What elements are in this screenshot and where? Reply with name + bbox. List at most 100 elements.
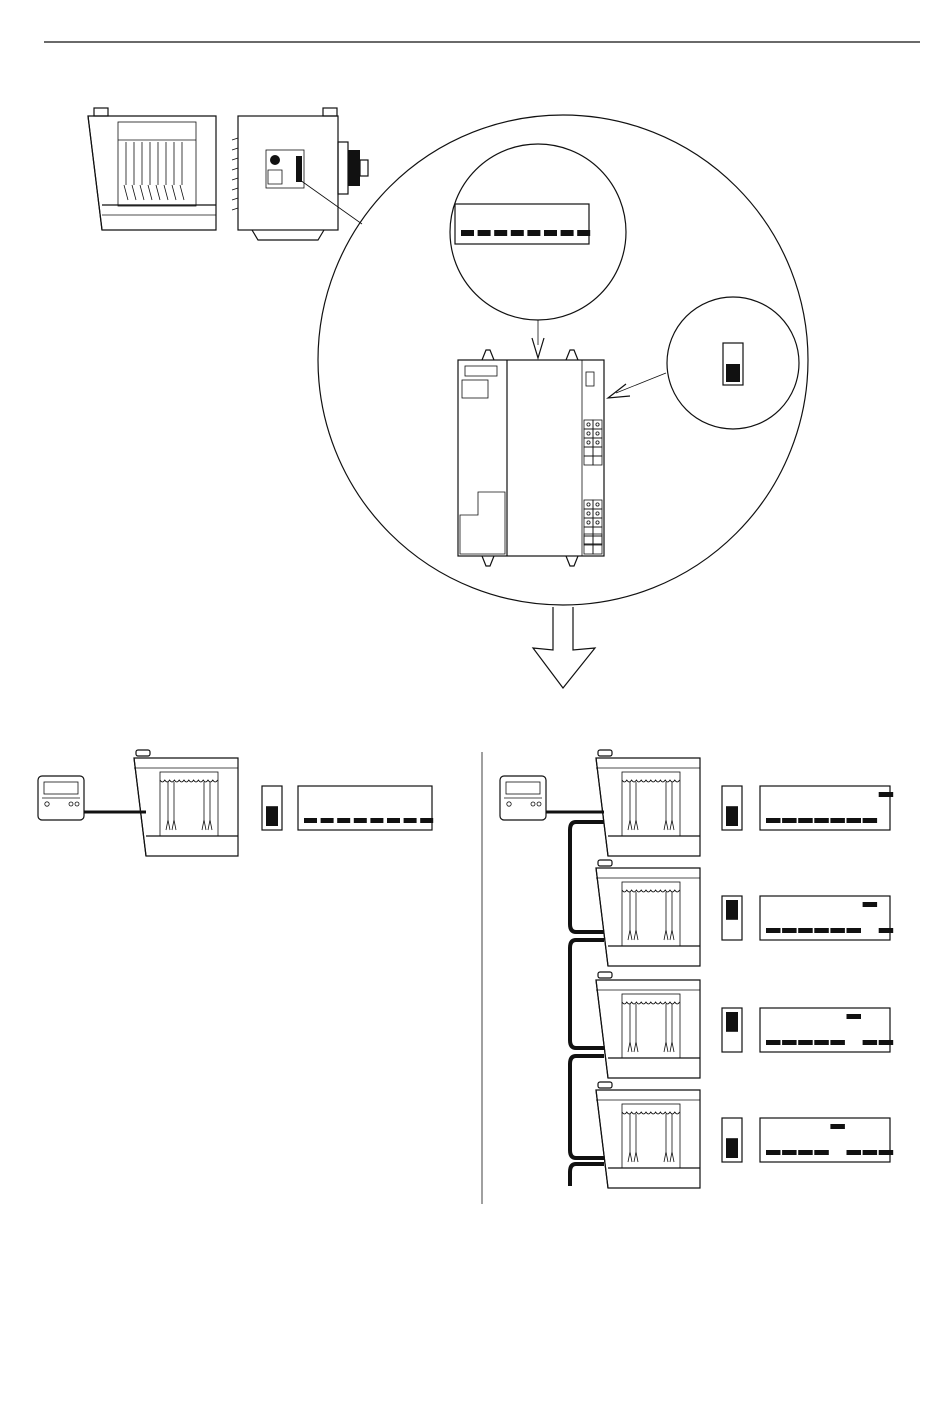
dip-switch-bank: [461, 230, 590, 236]
heater-unit-front: [596, 1082, 700, 1188]
terminal-cell: [584, 500, 593, 509]
dip-switch-8-on: [879, 792, 894, 797]
terminal-cell: [584, 527, 593, 536]
slide-switch-knob: [726, 364, 740, 382]
terminal-cell: [584, 518, 593, 527]
dip-switch-box: [760, 1118, 890, 1162]
burner-tube: [166, 782, 170, 830]
room-thermostat: [500, 776, 546, 820]
dip-switch-2-off: [782, 1040, 797, 1045]
dip-switch-2-off: [478, 230, 491, 236]
heater-unit-front: [596, 860, 700, 966]
dip-switch-3-off: [798, 1150, 813, 1155]
dip-switch-5-off: [830, 818, 845, 823]
single-unit-configuration: [38, 750, 433, 856]
top-connector: [598, 750, 612, 756]
terminal-cell: [593, 500, 602, 509]
terminal-cell: [584, 509, 593, 518]
terminal-cell: [593, 527, 602, 536]
dip-switch-3-off: [337, 818, 350, 823]
thermostat-display: [44, 782, 78, 794]
terminal-screw: [587, 432, 590, 435]
thermostat-dial: [507, 802, 511, 806]
heater-unit: [134, 750, 238, 856]
dip-switch-7-off: [863, 1040, 878, 1045]
burner-tube: [670, 892, 674, 940]
thermostat-dial: [45, 802, 49, 806]
dip-switch-4-off: [814, 1150, 829, 1155]
terminal-cell: [584, 544, 593, 554]
unit-body: [596, 1090, 700, 1188]
terminal-screw: [587, 503, 590, 506]
terminal-cell: [593, 420, 602, 429]
dip-switch-4-off: [814, 928, 829, 933]
slide-switch-knob: [726, 806, 738, 826]
dip-switch-7-on: [863, 902, 878, 907]
top-connector: [136, 750, 150, 756]
dip-switch-8-off: [577, 230, 590, 236]
terminal-screw: [587, 512, 590, 515]
dip-switch-7-off: [404, 818, 417, 823]
terminal-cell: [593, 518, 602, 527]
scalloped-edge: [160, 780, 218, 782]
dip-switch-1-off: [461, 230, 474, 236]
slide-switch-knob: [726, 1012, 738, 1032]
unit-front-view: [88, 108, 216, 230]
slide-switch-knob: [266, 806, 278, 826]
burner-tube: [634, 892, 638, 940]
dip-switch-3-off: [798, 818, 813, 823]
link-cable: [570, 822, 604, 932]
terminal-screw: [587, 423, 590, 426]
burner-tube: [670, 1004, 674, 1052]
dip-switch-6-off: [847, 1150, 862, 1155]
burner-tube: [670, 782, 674, 830]
burner-tube: [634, 782, 638, 830]
unit-panel-edge: [596, 1090, 608, 1188]
terminal-cell: [593, 509, 602, 518]
burner-tube: [208, 782, 212, 830]
terminal-cell: [584, 456, 593, 465]
detail-leader: [300, 180, 362, 224]
dip-switch-box: [760, 786, 890, 830]
burner-tube: [628, 892, 632, 940]
dip-switch-4-off: [354, 818, 367, 823]
link-cable: [570, 1164, 604, 1186]
thermostat-display: [506, 782, 540, 794]
dip-switch-6-off: [387, 818, 400, 823]
control-board: [458, 350, 604, 566]
terminal-screw: [596, 512, 599, 515]
dip-switch-5-on: [830, 1124, 845, 1129]
terminal-screw: [596, 423, 599, 426]
dip-switch-8-off: [879, 928, 894, 933]
dip-switch-2-off: [782, 818, 797, 823]
burner-tube: [628, 782, 632, 830]
dip-switch-1-off: [766, 1040, 781, 1045]
dip-switch-6-off: [847, 818, 862, 823]
top-connector: [598, 860, 612, 866]
heater-chain: [570, 750, 893, 1188]
terminal-cell: [593, 534, 602, 544]
dip-switch-4-off: [814, 1040, 829, 1045]
unit-side-view: [232, 108, 368, 240]
scalloped-edge: [622, 890, 680, 892]
burner-tube: [670, 1114, 674, 1162]
slide-switch-zoom: [608, 297, 799, 429]
burner-tube: [172, 782, 176, 830]
dip-switch-3-off: [494, 230, 507, 236]
terminal-cell: [584, 447, 593, 456]
terminal-blocks: [584, 420, 602, 554]
dip-switch-box: [298, 786, 432, 830]
thermostat-body: [38, 776, 84, 820]
dip-switch-7-off: [863, 1150, 878, 1155]
dip-switch-zoom: [450, 144, 626, 358]
terminal-cell: [584, 420, 593, 429]
dip-switch-7-off: [863, 818, 878, 823]
dip-switch-4-off: [511, 230, 524, 236]
down-arrow: [533, 607, 595, 688]
dip-switch-1-off: [766, 818, 781, 823]
dip-switch-2-off: [782, 1150, 797, 1155]
thermostat-button: [531, 802, 535, 806]
burner-tube: [664, 1114, 668, 1162]
unit-body: [596, 868, 700, 966]
terminal-screw: [596, 503, 599, 506]
